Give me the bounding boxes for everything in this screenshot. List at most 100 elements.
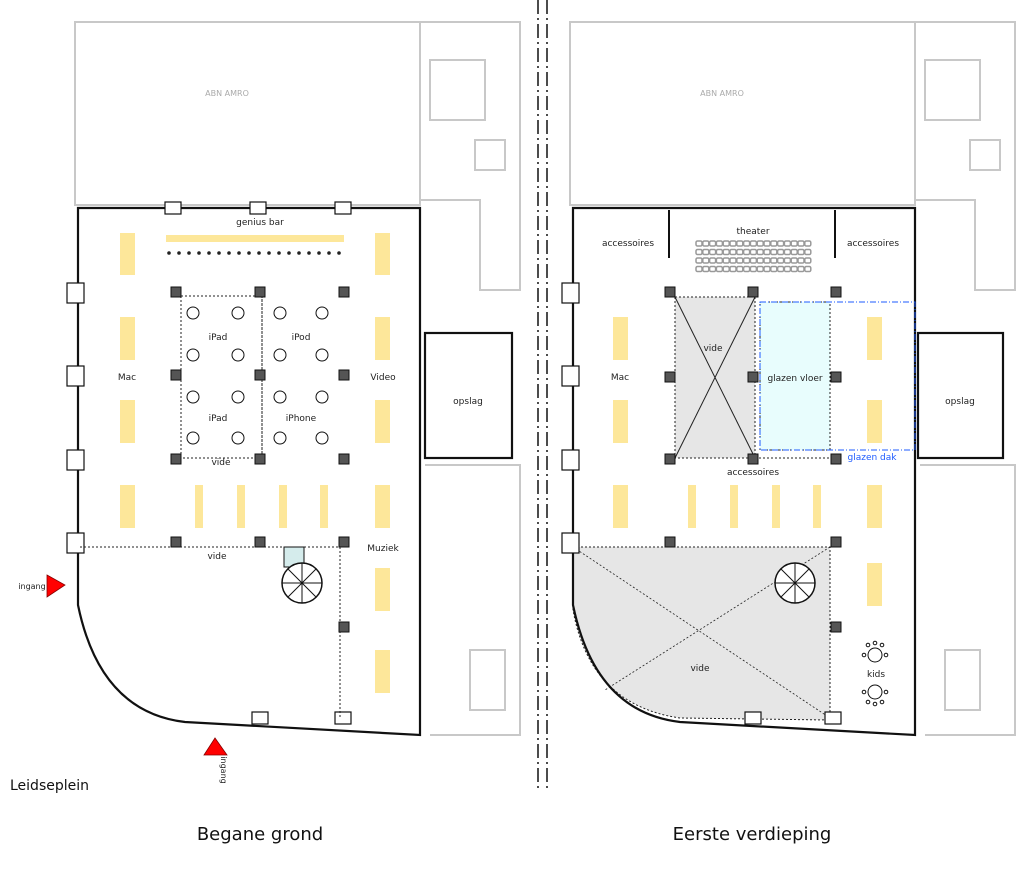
label-genius-bar: genius bar xyxy=(236,218,284,228)
column xyxy=(254,453,266,465)
seat xyxy=(742,240,751,247)
table xyxy=(273,431,287,445)
label-glazen-dak: glazen dak xyxy=(848,453,898,463)
seat xyxy=(708,257,717,264)
label-ingang: ingang xyxy=(18,582,45,591)
seat xyxy=(749,257,758,264)
label-ipad: iPad xyxy=(209,414,228,424)
seat xyxy=(715,265,724,273)
seat xyxy=(729,240,737,247)
seat xyxy=(770,240,778,247)
label-kids: kids xyxy=(867,670,885,680)
street-label: Leidseplein xyxy=(10,778,89,794)
glass-roof-outline xyxy=(759,301,916,451)
table xyxy=(315,348,329,362)
seat xyxy=(729,248,737,256)
seat xyxy=(770,248,778,256)
stool xyxy=(277,251,281,255)
stool xyxy=(187,251,191,255)
seat xyxy=(797,265,805,273)
stool xyxy=(257,251,261,255)
demo-tables xyxy=(186,306,329,445)
seat xyxy=(695,257,703,264)
label-ipad: iPad xyxy=(209,333,228,343)
column xyxy=(747,453,759,465)
seat xyxy=(749,240,758,247)
seat xyxy=(804,240,812,247)
seat xyxy=(736,248,744,256)
seat xyxy=(763,248,771,256)
seat xyxy=(790,265,798,273)
stool xyxy=(217,251,221,255)
seat xyxy=(776,248,785,256)
structural-columns xyxy=(170,286,350,633)
column xyxy=(664,286,676,298)
plan-begane-grond: ABN AMRO opslag genius bar xyxy=(18,21,521,845)
stool xyxy=(327,251,331,255)
label-accessoires: accessoires xyxy=(727,468,779,478)
table xyxy=(186,390,200,404)
neighbor-label: ABN AMRO xyxy=(205,89,249,98)
table xyxy=(315,390,329,404)
seat xyxy=(790,257,798,264)
seat xyxy=(715,257,724,264)
plan-title: Begane grond xyxy=(197,824,323,845)
table xyxy=(186,306,200,320)
label-vide: vide xyxy=(703,344,723,354)
seat xyxy=(702,265,710,273)
entrance-side[interactable]: ingang xyxy=(18,574,66,598)
seat xyxy=(702,257,710,264)
seat xyxy=(742,248,751,256)
seat xyxy=(708,240,717,247)
label-glazen-vloer: glazen vloer xyxy=(767,374,822,384)
seat xyxy=(695,265,703,273)
room-label-opslag: opslag xyxy=(453,397,483,407)
seat xyxy=(804,257,812,264)
seat xyxy=(797,248,805,256)
table xyxy=(273,348,287,362)
facade-pillars xyxy=(66,201,352,725)
seat xyxy=(702,248,710,256)
label-mac: Mac xyxy=(611,373,629,383)
label-vide: vide xyxy=(211,458,231,468)
seat xyxy=(715,240,724,247)
seat xyxy=(763,257,771,264)
plan-title: Eerste verdieping xyxy=(673,824,832,845)
store-outline xyxy=(571,206,917,737)
seat xyxy=(722,265,730,273)
stool xyxy=(337,251,341,255)
table xyxy=(231,348,245,362)
column xyxy=(338,621,350,633)
stool xyxy=(227,251,231,255)
seat xyxy=(776,265,785,273)
entrance-bottom[interactable]: ingang xyxy=(203,737,228,784)
display-tables xyxy=(120,233,390,693)
column xyxy=(830,371,842,383)
plan-eerste-verdieping: ABN AMRO opslag xyxy=(561,21,1016,845)
seat xyxy=(749,265,758,273)
seat xyxy=(756,248,764,256)
seat xyxy=(695,248,703,256)
neighbor-building: ABN AMRO xyxy=(569,21,1016,736)
seat xyxy=(776,240,785,247)
seat xyxy=(770,257,778,264)
room-label-opslag: opslag xyxy=(945,397,975,407)
table xyxy=(186,431,200,445)
seat xyxy=(749,248,758,256)
seat xyxy=(783,240,792,247)
column xyxy=(664,453,676,465)
column xyxy=(664,536,676,548)
stool xyxy=(307,251,311,255)
seat xyxy=(797,240,805,247)
label-accessoires: accessoires xyxy=(847,239,899,249)
column xyxy=(664,371,676,383)
seat xyxy=(736,265,744,273)
stool xyxy=(207,251,211,255)
seat xyxy=(742,265,751,273)
seat xyxy=(722,248,730,256)
column xyxy=(338,369,350,381)
column xyxy=(254,369,266,381)
entrance-arrow-icon xyxy=(46,574,66,598)
label-vide: vide xyxy=(207,552,227,562)
